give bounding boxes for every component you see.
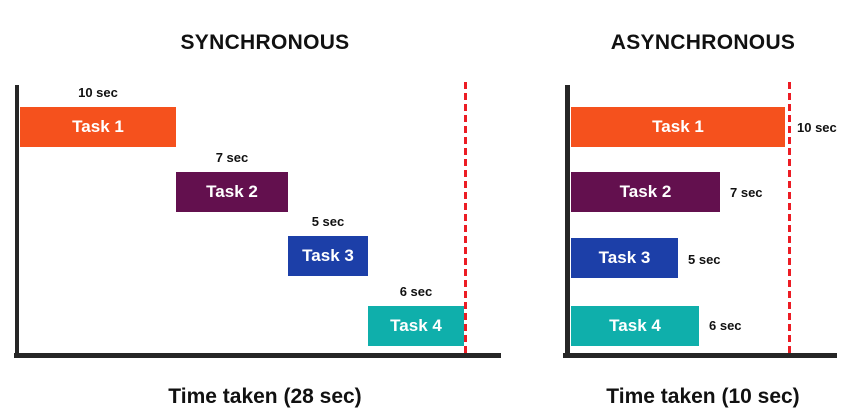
task3-duration-label: 5 sec (688, 252, 721, 267)
asynchronous-deadline-dashed-line (788, 82, 791, 356)
task4-label: Task 4 (609, 316, 661, 335)
synchronous-y-axis (15, 85, 19, 358)
task1-duration-label: 10 sec (78, 85, 118, 100)
task1-duration-label: 10 sec (797, 120, 837, 135)
asynchronous-y-axis (565, 85, 570, 358)
asynchronous-time-caption: Time taken (10 sec) (606, 385, 800, 408)
synchronous-deadline-dashed-line (464, 82, 467, 356)
task1-label: Task 1 (72, 117, 124, 136)
task3-bar: Task 3 (571, 238, 678, 278)
task4-label: Task 4 (390, 316, 442, 335)
task3-label: Task 3 (302, 246, 354, 265)
task1-bar: Task 1 (20, 107, 176, 147)
task2-label: Task 2 (619, 182, 672, 201)
synchronous-x-axis (14, 353, 501, 358)
task2-bar: Task 2 (176, 172, 288, 212)
asynchronous-title: ASYNCHRONOUS (610, 31, 796, 54)
task1-bar: Task 1 (571, 107, 785, 147)
task2-bar: Task 2 (571, 172, 720, 212)
task4-bar: Task 4 (368, 306, 464, 346)
task3-bar: Task 3 (288, 236, 368, 276)
task3-duration-label: 5 sec (311, 214, 345, 229)
task1-label: Task 1 (652, 117, 704, 136)
task4-bar: Task 4 (571, 306, 699, 346)
task4-duration-label: 6 sec (709, 318, 742, 333)
task2-duration-label: 7 sec (730, 185, 763, 200)
task4-duration-label: 6 sec (399, 284, 433, 299)
synchronous-title: SYNCHRONOUS (180, 31, 350, 54)
task3-label: Task 3 (598, 248, 651, 267)
task2-label: Task 2 (206, 182, 258, 201)
asynchronous-x-axis (563, 353, 837, 358)
synchronous-time-caption: Time taken (28 sec) (168, 385, 362, 408)
task2-duration-label: 7 sec (215, 150, 249, 165)
